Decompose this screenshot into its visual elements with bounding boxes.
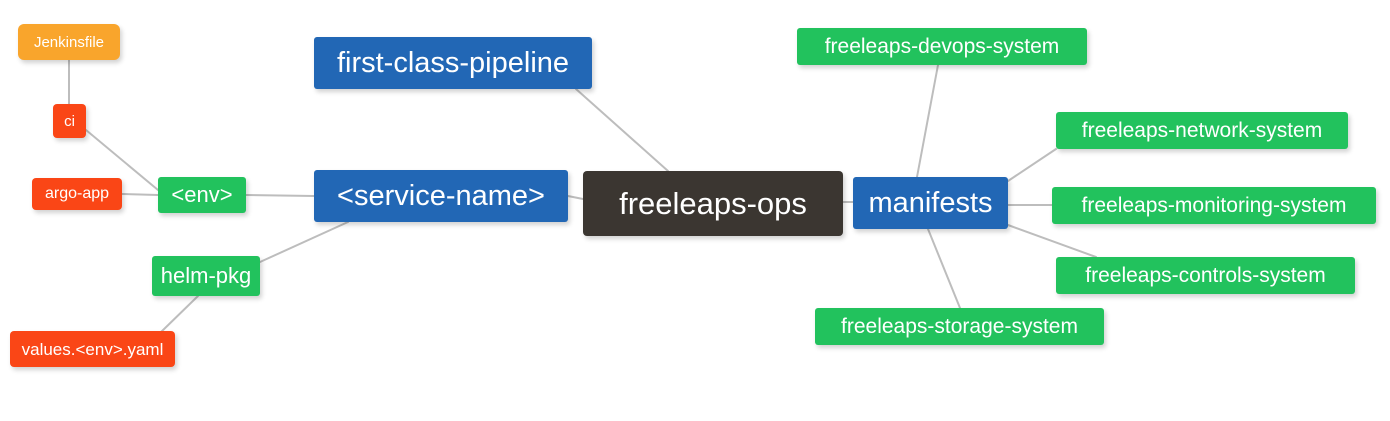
node-freeleaps-network-system[interactable]: freeleaps-network-system [1056, 112, 1348, 149]
edge-service-name-to-freeleaps-ops [567, 195, 584, 200]
node-jenkinsfile[interactable]: Jenkinsfile [18, 24, 120, 60]
node-argo-app[interactable]: argo-app [32, 178, 122, 210]
edge-manifests-to-freeleaps-controls-system [1007, 224, 1097, 258]
edge-manifests-to-freeleaps-devops-system [916, 64, 939, 178]
node-values-yaml[interactable]: values.<env>.yaml [10, 331, 175, 367]
node-env[interactable]: <env> [158, 177, 246, 213]
edge-first-class-pipeline-to-freeleaps-ops [575, 88, 669, 172]
node-freeleaps-storage-system[interactable]: freeleaps-storage-system [815, 308, 1104, 345]
node-freeleaps-controls-system[interactable]: freeleaps-controls-system [1056, 257, 1355, 294]
node-freeleaps-ops[interactable]: freeleaps-ops [583, 171, 843, 236]
edge-env-to-service-name [245, 194, 315, 197]
node-helm-pkg[interactable]: helm-pkg [152, 256, 260, 296]
node-freeleaps-monitoring-system[interactable]: freeleaps-monitoring-system [1052, 187, 1376, 224]
edge-values-yaml-to-helm-pkg [159, 295, 199, 334]
edge-argo-app-to-env [121, 193, 159, 196]
edge-manifests-to-freeleaps-storage-system [927, 228, 961, 309]
node-manifests[interactable]: manifests [853, 177, 1008, 229]
node-first-class-pipeline[interactable]: first-class-pipeline [314, 37, 592, 89]
edge-helm-pkg-to-service-name [259, 221, 349, 263]
node-service-name[interactable]: <service-name> [314, 170, 568, 222]
edge-manifests-to-freeleaps-network-system [1007, 148, 1057, 182]
node-ci[interactable]: ci [53, 104, 86, 138]
node-freeleaps-devops-system[interactable]: freeleaps-devops-system [797, 28, 1087, 65]
